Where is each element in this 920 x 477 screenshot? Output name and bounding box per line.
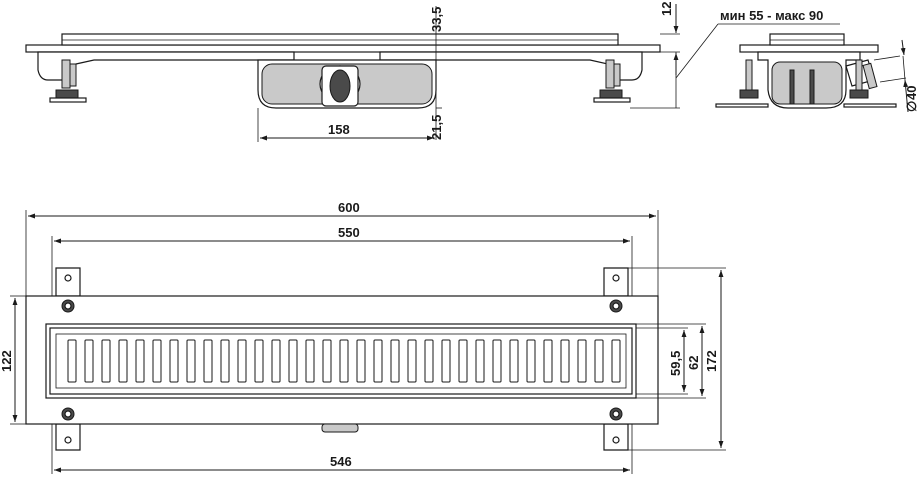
grate-slot bbox=[458, 339, 468, 383]
grate-slot bbox=[152, 339, 162, 383]
dim-550: 550 bbox=[338, 225, 360, 240]
grate-slot bbox=[84, 339, 94, 383]
grate-slot bbox=[441, 339, 451, 383]
grate-slot bbox=[356, 339, 366, 383]
grate-slot bbox=[101, 339, 111, 383]
dim-122: 122 bbox=[0, 350, 14, 372]
dim-62: 62 bbox=[686, 356, 701, 370]
dim-21-5: 21,5 bbox=[429, 115, 444, 140]
grate-slot bbox=[492, 339, 502, 383]
diameter-symbol: ∅ bbox=[904, 101, 919, 112]
grate-slot bbox=[237, 339, 247, 383]
end-view: 40 ∅ bbox=[715, 33, 919, 113]
grate-slot bbox=[560, 339, 570, 383]
grate-slot bbox=[543, 339, 553, 383]
grate-slot bbox=[407, 339, 417, 383]
grate-slot bbox=[594, 339, 604, 383]
grate-slot bbox=[186, 339, 196, 383]
dim-172: 172 bbox=[704, 350, 719, 372]
grate-slot bbox=[339, 339, 349, 383]
side-view: 33,5 21,5 158 12 мин 55 - макс 90 bbox=[25, 2, 840, 142]
dim-diameter-40: 40 bbox=[904, 86, 919, 100]
grate-slot bbox=[373, 339, 383, 383]
grate-slot bbox=[305, 339, 315, 383]
grate-slot bbox=[424, 339, 434, 383]
dim-546: 546 bbox=[330, 454, 352, 469]
grate-slot bbox=[288, 339, 298, 383]
grate-slot bbox=[118, 339, 128, 383]
grate-slot bbox=[509, 339, 519, 383]
grate-slots bbox=[67, 339, 621, 383]
grate-slot bbox=[611, 339, 621, 383]
dim-600: 600 bbox=[338, 200, 360, 215]
grate-slot bbox=[271, 339, 281, 383]
grate-slot bbox=[254, 339, 264, 383]
grate-slot bbox=[169, 339, 179, 383]
dim-33-5: 33,5 bbox=[429, 7, 444, 32]
grate-slot bbox=[322, 339, 332, 383]
dim-12: 12 bbox=[659, 2, 674, 16]
grate-slot bbox=[475, 339, 485, 383]
dim-158: 158 bbox=[328, 122, 350, 137]
grate-slot bbox=[203, 339, 213, 383]
grate-slot bbox=[577, 339, 587, 383]
plan-view: 600 550 bbox=[0, 200, 726, 474]
label-adjust-range: мин 55 - макс 90 bbox=[720, 8, 823, 23]
dim-59-5: 59,5 bbox=[668, 351, 683, 376]
grate-slot bbox=[67, 339, 77, 383]
grate-slot bbox=[526, 339, 536, 383]
grate-slot bbox=[390, 339, 400, 383]
grate-slot bbox=[135, 339, 145, 383]
grate-slot bbox=[220, 339, 230, 383]
